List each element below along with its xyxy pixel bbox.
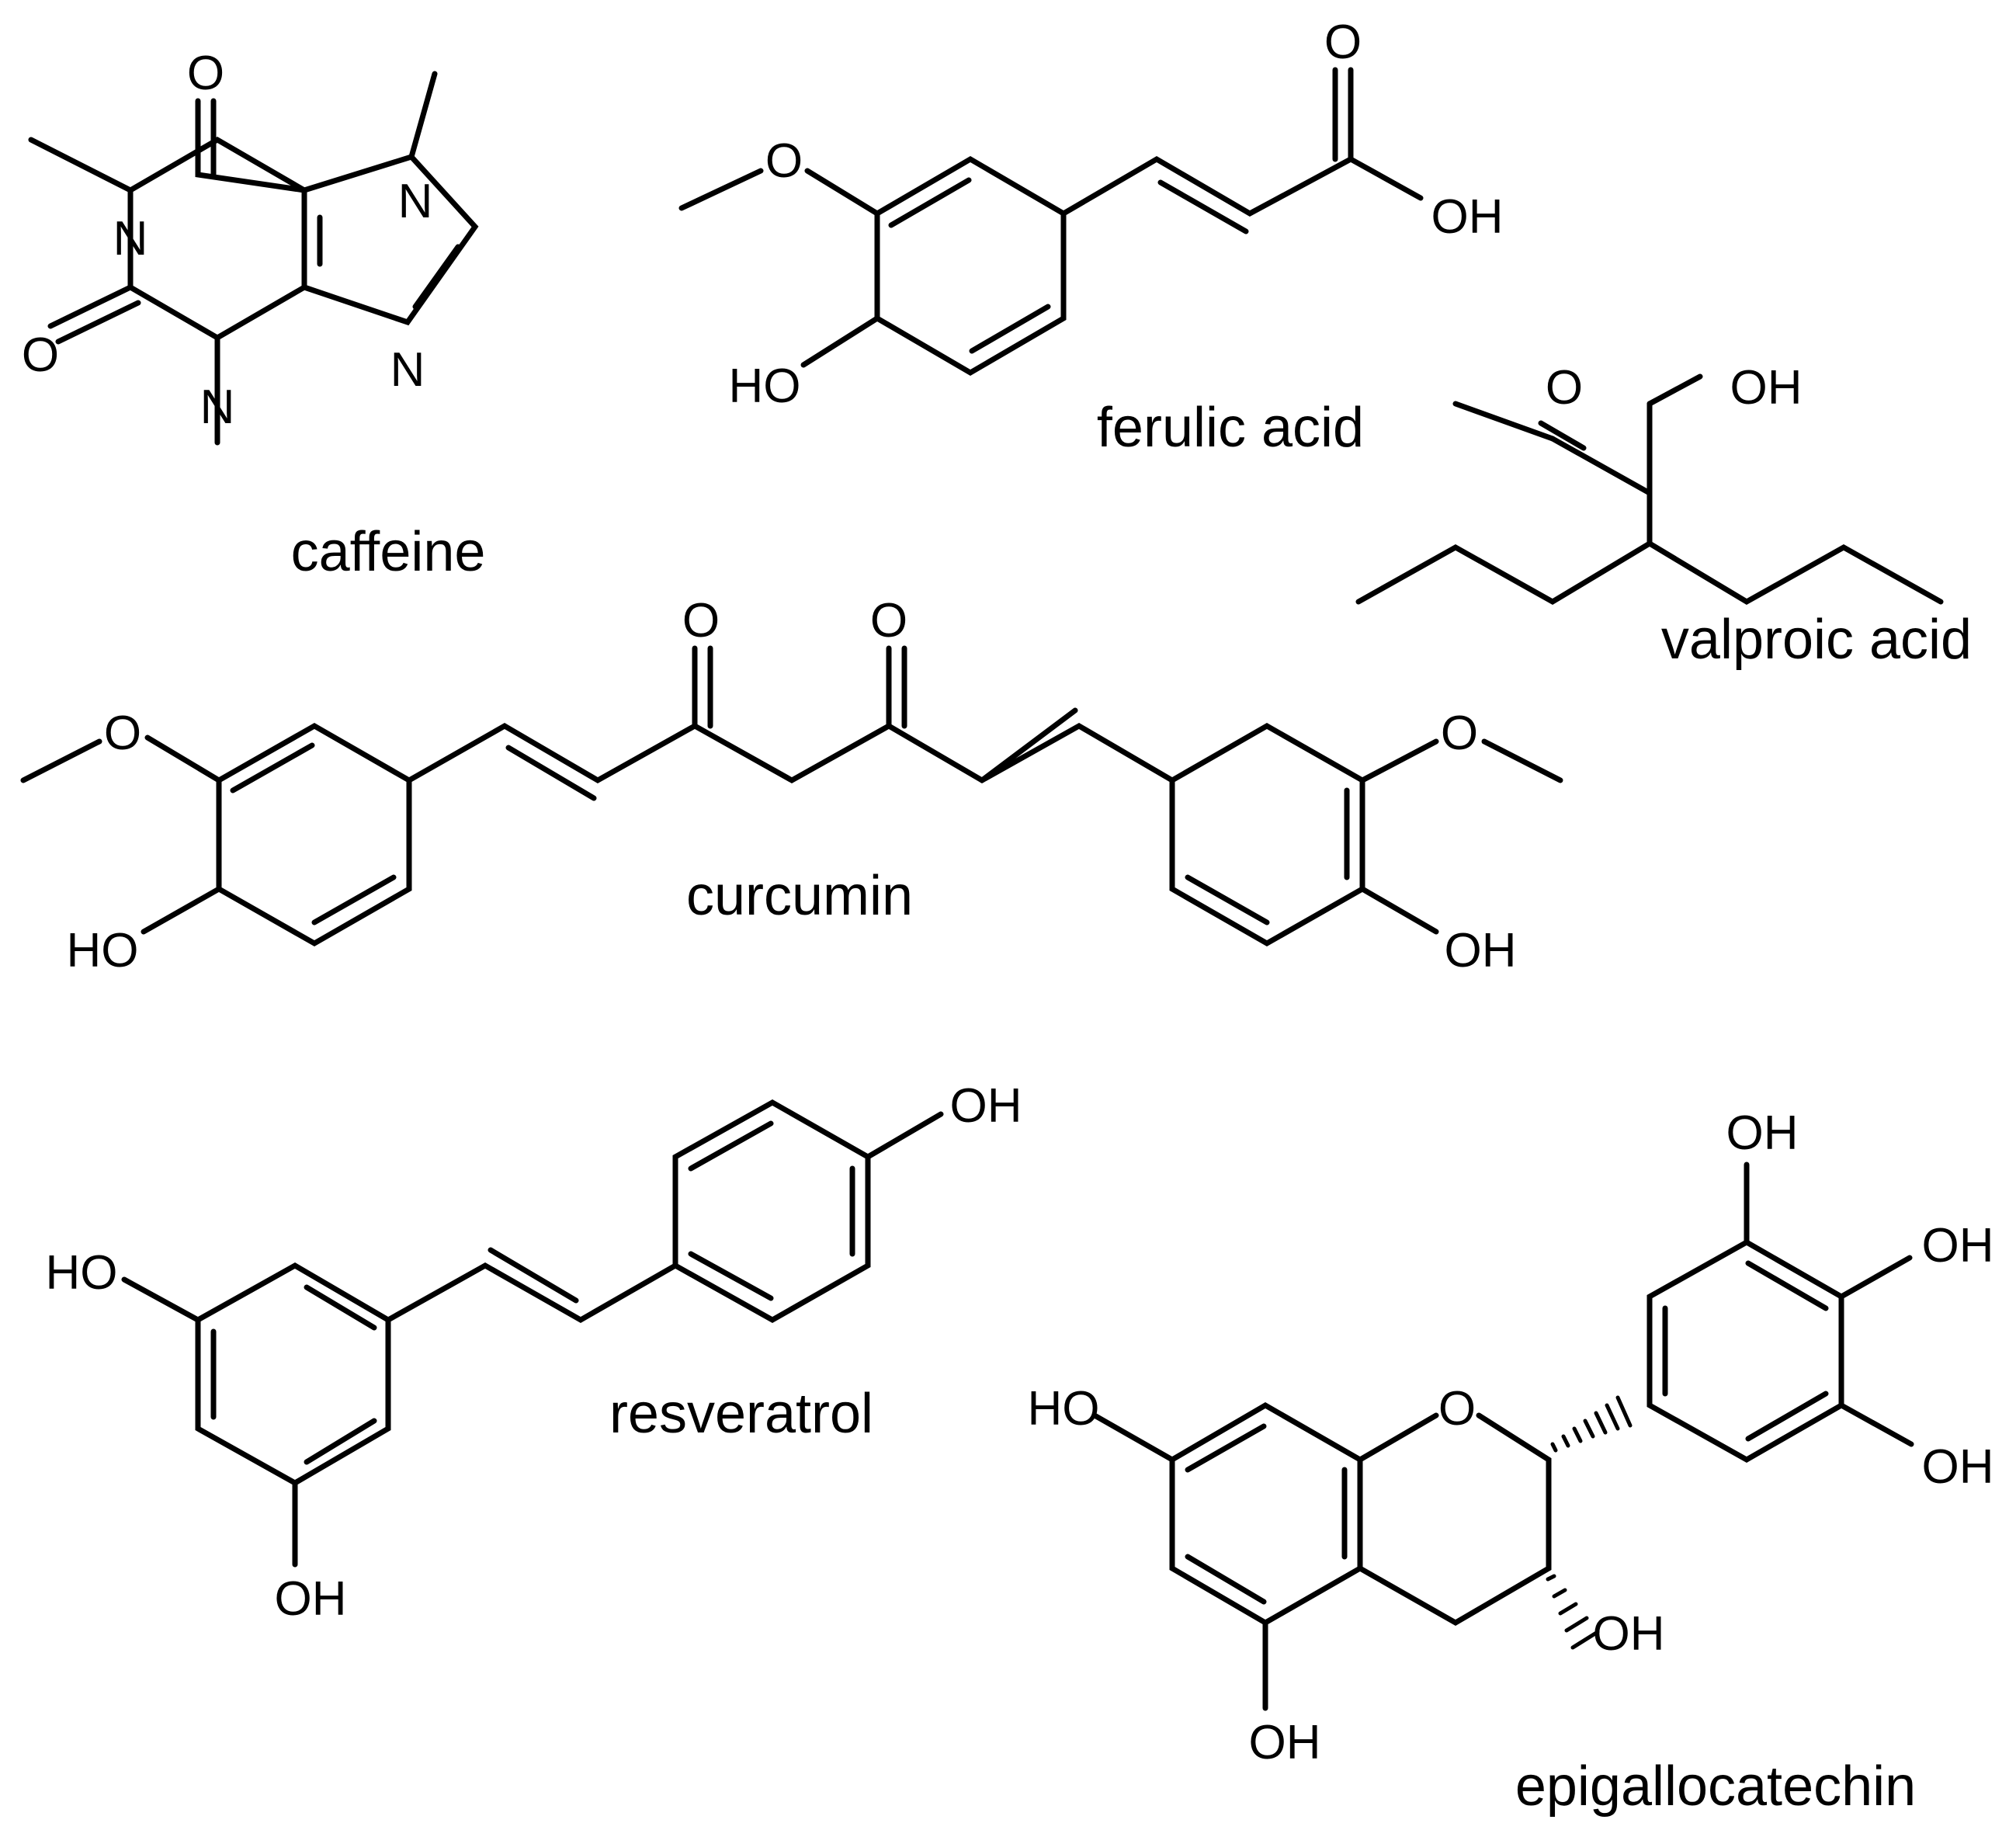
resveratrol-HO-left: HO bbox=[46, 1246, 118, 1300]
resveratrol-OH-bottom: OH bbox=[275, 1572, 347, 1626]
curcumin-OH-right: OH bbox=[1445, 924, 1517, 978]
caffeine-N1: N bbox=[113, 212, 148, 266]
caffeine-N9: N bbox=[390, 343, 425, 397]
hashed-wedge-bond-OH bbox=[1546, 1574, 1600, 1650]
egc-OH-B-top: OH bbox=[1726, 1106, 1799, 1160]
egc-OH-B-right-upper: OH bbox=[1922, 1219, 1994, 1273]
caffeine-structure: O N N N N O caffeine bbox=[22, 47, 486, 583]
egc-OH-A-bottom: OH bbox=[1249, 1716, 1321, 1769]
valproic-O-carbonyl: O bbox=[1546, 361, 1583, 415]
resveratrol-label: resveratrol bbox=[609, 1383, 873, 1445]
caffeine-label: caffeine bbox=[291, 521, 486, 583]
caffeine-N3: N bbox=[200, 380, 235, 434]
valproic-acid-label: valproic acid bbox=[1661, 609, 1972, 671]
caffeine-O-left: O bbox=[22, 328, 59, 382]
valproic-OH: OH bbox=[1730, 361, 1803, 415]
ferulic-O-carbonyl: O bbox=[1324, 16, 1362, 69]
hashed-wedge-bond-B-ring bbox=[1550, 1395, 1633, 1453]
egc-OH-C-ring: OH bbox=[1593, 1607, 1665, 1661]
egc-HO-A-ring: HO bbox=[1028, 1382, 1100, 1436]
epigallocatechin-structure: HO O OH OH OH OH OH epigallocatechin bbox=[1028, 1106, 1994, 1818]
curcumin-structure: O HO O O O OH curcumin bbox=[20, 594, 1563, 978]
curcumin-O-methoxy-right: O bbox=[1441, 707, 1478, 760]
ferulic-OH: OH bbox=[1431, 190, 1504, 244]
ferulic-acid-label: ferulic acid bbox=[1097, 397, 1364, 459]
egc-OH-B-right-lower: OH bbox=[1922, 1440, 1994, 1494]
valproic-acid-structure: O OH valproic acid bbox=[1355, 361, 1972, 671]
caffeine-O-top: O bbox=[187, 47, 224, 100]
ferulic-HO: HO bbox=[729, 359, 801, 413]
resveratrol-structure: HO OH OH resveratrol bbox=[46, 1079, 1022, 1626]
curcumin-label: curcumin bbox=[686, 865, 913, 927]
curcumin-HO-left: HO bbox=[67, 924, 139, 978]
egc-O-ring: O bbox=[1438, 1382, 1476, 1436]
curcumin-O-methoxy-left: O bbox=[104, 707, 141, 760]
resveratrol-OH-top: OH bbox=[950, 1079, 1022, 1133]
epigallocatechin-label: epigallocatechin bbox=[1515, 1755, 1916, 1818]
curcumin-O-carbonyl-2: O bbox=[870, 594, 907, 648]
ferulic-O-methoxy: O bbox=[765, 134, 803, 188]
curcumin-O-carbonyl-1: O bbox=[682, 594, 720, 648]
caffeine-N7: N bbox=[398, 175, 433, 228]
ferulic-acid-structure: O HO O OH ferulic acid bbox=[678, 16, 1504, 459]
